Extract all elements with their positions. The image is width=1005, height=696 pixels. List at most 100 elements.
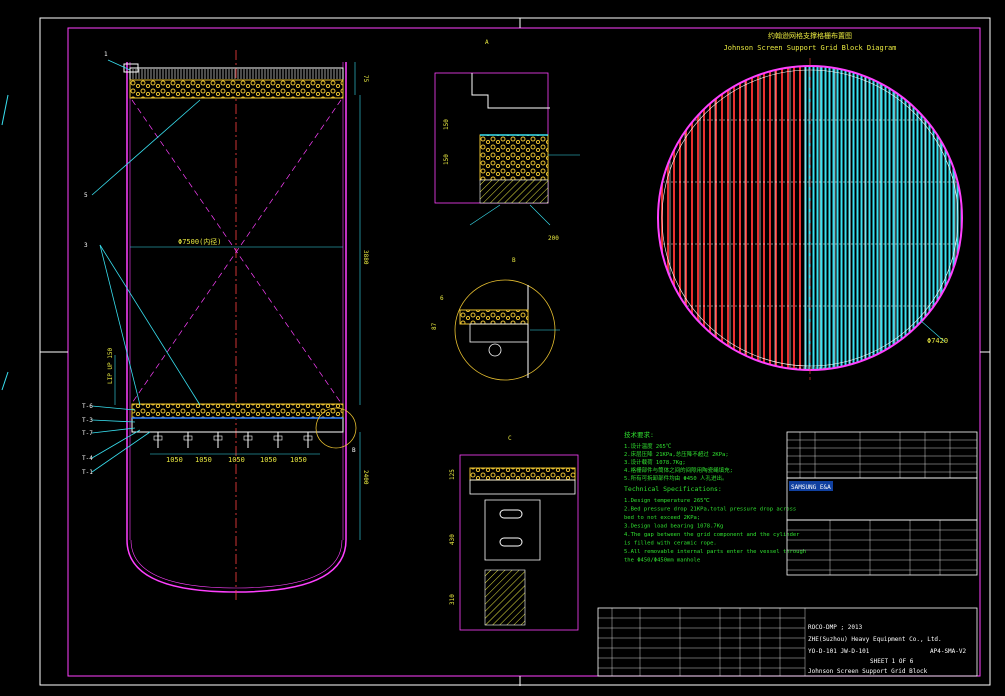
detail-b-bolt [488,343,502,357]
detail-b-marker[interactable] [315,407,357,449]
part-desc: Johnson Screen Support Grid Block [808,668,928,675]
detail-a-label: A [485,39,489,46]
detail-c-box [459,454,579,631]
callout-3: 3 [84,242,88,249]
detail-c-beam [469,479,576,495]
detail-a-shell [471,73,550,109]
detail-c-foot [484,569,526,626]
callout-b: B [352,447,356,454]
title-block[interactable]: SAMSUNG E&A ROCO-DMP ; 2013 ZHE(Suzhou) … [597,431,978,677]
support-bracket [243,435,253,441]
leader-t4 [91,429,141,459]
detail-b-beam [469,323,529,343]
tech-spec: 技术要求: Technical Specifications: 1.设计温度 2… [624,430,806,564]
detail-a[interactable]: A 150 150 200 [434,39,580,242]
tech-spec-en-line: 3.Design load bearing 1078.7Kg [624,524,723,530]
dim-spacing-5: 1050 [290,456,307,464]
detail-b-dim-6: 6 [440,295,444,302]
revision-table [786,431,978,479]
detail-c-gravel [469,467,576,481]
callout-1: 1 [104,51,108,58]
tech-spec-en-line: 2.Bed pressure drop 21KPa,total pressure… [624,507,796,513]
grid-title-en: Johnson Screen Support Grid Block Diagra… [724,44,897,52]
stray-cyan-line-2 [1,371,9,391]
tech-spec-cn-line: 1.设计温度 265℃ [624,442,672,450]
detail-c-dim-310: 310 [449,594,456,605]
client-logo-badge [789,481,833,491]
grid-diameter-label: Φ7420 [927,337,948,345]
dim-spacing-2: 1050 [195,456,212,464]
detail-a-leader-2 [469,204,501,226]
detail-c-dim-125: 125 [449,469,456,480]
tech-spec-en-line: the Φ450/Φ450mm manhole [624,558,700,564]
detail-c-dim-430: 430 [449,534,456,545]
diagonal-2 [131,99,342,404]
bottom-head-inner [130,539,343,589]
tech-spec-cn-title: 技术要求: [624,430,654,439]
leader-t6 [91,405,136,411]
tech-spec-en-line: is filled with ceramic rope. [624,541,717,547]
client-logo: SAMSUNG E&A [791,484,831,491]
dim-spacing-3: 1050 [228,456,245,464]
dim-spacing-1: 1050 [166,456,183,464]
callout-5: 5 [84,192,88,199]
parts-list-lines [598,608,806,676]
detail-c-label: C [508,435,512,442]
sheet-desc: SHEET 1 OF 6 [870,658,914,665]
tech-spec-en-line: 5.All removable internal parts enter the… [624,549,806,555]
top-nozzle [123,63,139,73]
project-name: ROCO-DMP ; 2013 [808,624,863,631]
support-grid-beam [131,417,344,433]
callout-t6: T-6 [82,403,93,410]
detail-a-base [479,179,549,204]
dim-vessel-diameter: Φ7500(内径) [178,237,222,246]
support-bracket [303,435,313,441]
detail-c-slot-2 [499,537,523,547]
support-bracket [183,435,193,441]
dim-2400: 2400 [362,470,369,485]
bottom-head [126,539,347,593]
detail-c-plate [484,499,541,561]
grid-cyan-half [803,66,962,370]
top-gravel-layer [129,79,344,99]
top-screen-bars [132,69,341,79]
revision-table-lines [787,432,977,478]
vessel-elevation[interactable]: 75 3880 2400 Φ7500(内径) LIP UP 150 1050 1… [82,50,369,600]
tech-spec-cn-line: 2.床层压降 21KPa,总压降不超过 2KPa; [624,450,729,458]
manufacturer-name: ZHE(Suzhou) Heavy Equipment Co., Ltd. [808,636,942,643]
detail-a-dim-200: 200 [548,235,559,242]
dim-75: 75 [362,75,369,83]
top-screen-frame [129,67,344,81]
grid-block-diagram[interactable]: 约翰逊网格支撑格栅布置图 Johnson Screen Support Grid… [655,31,965,380]
tech-spec-en-line: 4.The gap between the grid component and… [624,532,800,538]
leader-t3 [91,419,136,423]
leader-t1 [91,431,151,473]
tech-spec-cn-line: 4.格栅部件与筒体之间的间隙用陶瓷绳填充; [624,466,733,474]
detail-b-grid [459,309,529,325]
callout-t3: T-3 [82,417,93,424]
tech-spec-cn-line: 5.所有可拆卸部件均由 Φ450 人孔进出。 [624,474,728,482]
drawing-number: YO-D-101 JW-D-101 [808,648,870,655]
tech-spec-en-title: Technical Specifications: [624,485,722,493]
detail-b-label: B [512,257,516,264]
detail-a-gravel [479,134,549,181]
leader-1 [107,59,131,71]
detail-a-dim-150b: 150 [443,154,450,165]
tech-spec-en-line: 1.Design temperature 265℃ [624,498,710,504]
callout-t7: T-7 [82,430,93,437]
support-gravel-layer [131,403,344,419]
grid-title-cn: 约翰逊网格支撑格栅布置图 [768,31,852,40]
leader-3b [99,244,201,406]
dim-3880: 3880 [362,250,369,265]
grid-diameter-leader [919,319,946,343]
detail-c[interactable]: C 125 430 310 [449,435,579,631]
dim-side-label: LIP UP 150 [107,347,114,384]
detail-b[interactable]: B 87 6 [431,257,560,381]
callout-t1: T-1 [82,469,93,476]
parts-list-box [597,607,978,677]
dim-spacing-4: 1050 [260,456,277,464]
detail-a-leader-3 [529,204,551,226]
leader-3 [99,244,141,406]
support-bracket [213,435,223,441]
